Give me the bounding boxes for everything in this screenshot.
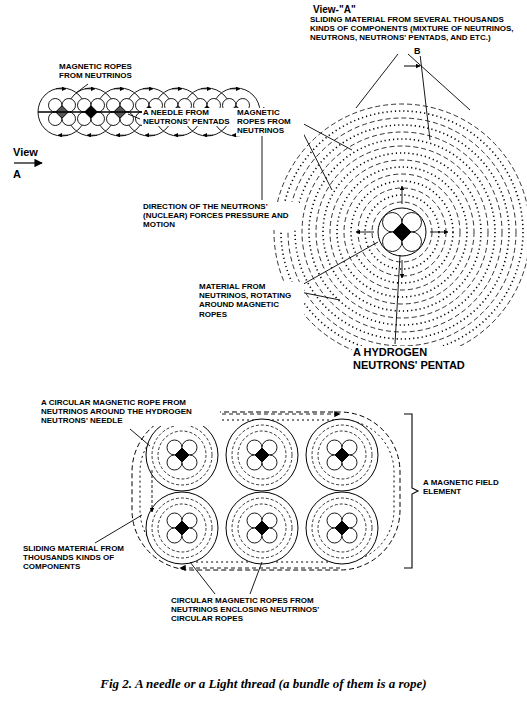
leader-line	[128, 114, 140, 119]
rotating-material-ring	[337, 167, 467, 297]
rotating-material-ring	[372, 202, 432, 262]
rope-arrow	[201, 88, 211, 89]
callout-label: SLIDING MATERIAL FROM THOUSANDS KINDS OF…	[22, 544, 134, 572]
view-arrow	[14, 162, 42, 163]
callout-label: View A	[12, 141, 42, 185]
rotating-material-ring	[281, 111, 523, 353]
rope-arrow	[172, 88, 182, 89]
leader-line	[130, 429, 150, 446]
leader-line	[300, 242, 378, 286]
rope-arrow	[230, 88, 240, 89]
callout-label: View-"A"	[312, 4, 394, 16]
neutrino-circular-rope	[238, 431, 286, 479]
callout-label: A HYDROGEN NEUTRONS' PENTAD	[352, 346, 472, 371]
neutrino-circular-rope	[158, 431, 206, 479]
neutrino-circular-rope	[226, 419, 298, 491]
neutrino-circular-rope	[238, 504, 286, 552]
field-arrow	[152, 470, 153, 512]
pentad-core	[255, 521, 269, 535]
pentad-core	[335, 521, 349, 535]
neutrino-circular-rope	[312, 498, 372, 558]
bracket	[404, 414, 418, 568]
sliding-material-loop	[140, 420, 394, 562]
rotating-material-ring	[274, 104, 527, 360]
section-arrow	[404, 66, 420, 67]
leader-line	[250, 562, 262, 594]
magnetic-field-element	[132, 412, 400, 570]
leader-line	[356, 54, 398, 108]
rotating-material-ring	[351, 181, 453, 283]
callout-label: B	[413, 46, 427, 56]
rotation-arrow	[402, 186, 403, 204]
leader-line	[300, 122, 352, 150]
neutrino-circular-rope	[306, 492, 378, 564]
rotating-material-ring	[309, 139, 495, 325]
rotation-arrow	[356, 232, 374, 233]
neutrino-circular-rope	[146, 419, 218, 491]
magnetic-rope	[378, 208, 426, 256]
neutrino-circular-rope	[318, 431, 366, 479]
leader-line	[95, 515, 142, 543]
needle-cross-section	[274, 104, 527, 360]
rope-arrow	[58, 135, 68, 136]
rope-arrow	[85, 88, 95, 89]
pentad-core	[393, 223, 411, 241]
rope-arrow	[143, 88, 153, 89]
rope-arrow	[174, 135, 184, 136]
callout-label: A NEEDLE FROM NEUTRONS' PENTADS	[142, 108, 246, 126]
rope-arrow	[203, 135, 213, 136]
callout-label: A MAGNETIC FIELD ELEMENT	[422, 478, 504, 496]
leader-line	[395, 255, 400, 344]
rotating-material-ring	[323, 153, 481, 311]
rotating-material-ring	[316, 146, 488, 318]
neutrino-circular-rope	[226, 492, 298, 564]
leader-line	[420, 54, 430, 140]
pentad-core	[175, 448, 189, 462]
leader-line	[300, 292, 340, 300]
neutrino-circular-rope	[232, 498, 292, 558]
neutrino-circular-rope	[306, 419, 378, 491]
neutrino-circular-rope	[146, 492, 218, 564]
rotation-arrow	[402, 260, 403, 278]
pentad-core	[335, 448, 349, 462]
neutrino-circular-rope	[152, 498, 212, 558]
callout-label: CIRCULAR MAGNETIC ROPES FROM NEUTRINOS E…	[170, 596, 342, 624]
callout-label: DIRECTION OF THE NEUTRONS' (NUCLEAR) FOR…	[142, 202, 299, 230]
neutrino-circular-rope	[312, 425, 372, 485]
rope-arrow	[145, 135, 155, 136]
callout-label: MATERIAL FROM NEUTRINOS, ROTATING AROUND…	[198, 282, 304, 319]
circular-rope-loop	[132, 412, 400, 570]
rotating-material-ring	[344, 174, 460, 290]
neutrino-circular-rope	[158, 504, 206, 552]
rotating-material-ring	[295, 125, 509, 339]
rotating-material-ring	[330, 160, 474, 304]
pentad-core	[255, 448, 269, 462]
callout-label: SLIDING MATERIAL FROM SEVERAL THOUSANDS …	[309, 15, 523, 43]
rotating-material-ring	[365, 195, 439, 269]
rotating-material-ring	[288, 118, 516, 346]
rotation-arrow	[430, 232, 448, 233]
callout-label: MAGNETIC ROPES FROM NEUTRINOS	[236, 108, 304, 136]
neutrino-circular-rope	[318, 504, 366, 552]
leader-line	[76, 84, 88, 93]
rope-arrow	[87, 135, 97, 136]
leader-line	[300, 127, 332, 190]
figure-caption: Fig 2. A needle or a Light thread (a bun…	[0, 676, 527, 692]
leader-line	[408, 54, 470, 110]
leader-line	[190, 562, 215, 594]
rotating-material-ring	[302, 132, 502, 332]
rope-arrow	[116, 135, 126, 136]
rope-arrow	[114, 88, 124, 89]
callout-label: A CIRCULAR MAGNETIC ROPE FROM NEUTRINOS …	[40, 398, 220, 426]
pentad-core	[175, 521, 189, 535]
callout-label: MAGNETIC ROPES FROM NEUTRINOS	[58, 62, 158, 80]
neutrino-circular-rope	[152, 425, 212, 485]
rope-arrow	[56, 88, 66, 89]
neutrino-circular-rope	[232, 425, 292, 485]
